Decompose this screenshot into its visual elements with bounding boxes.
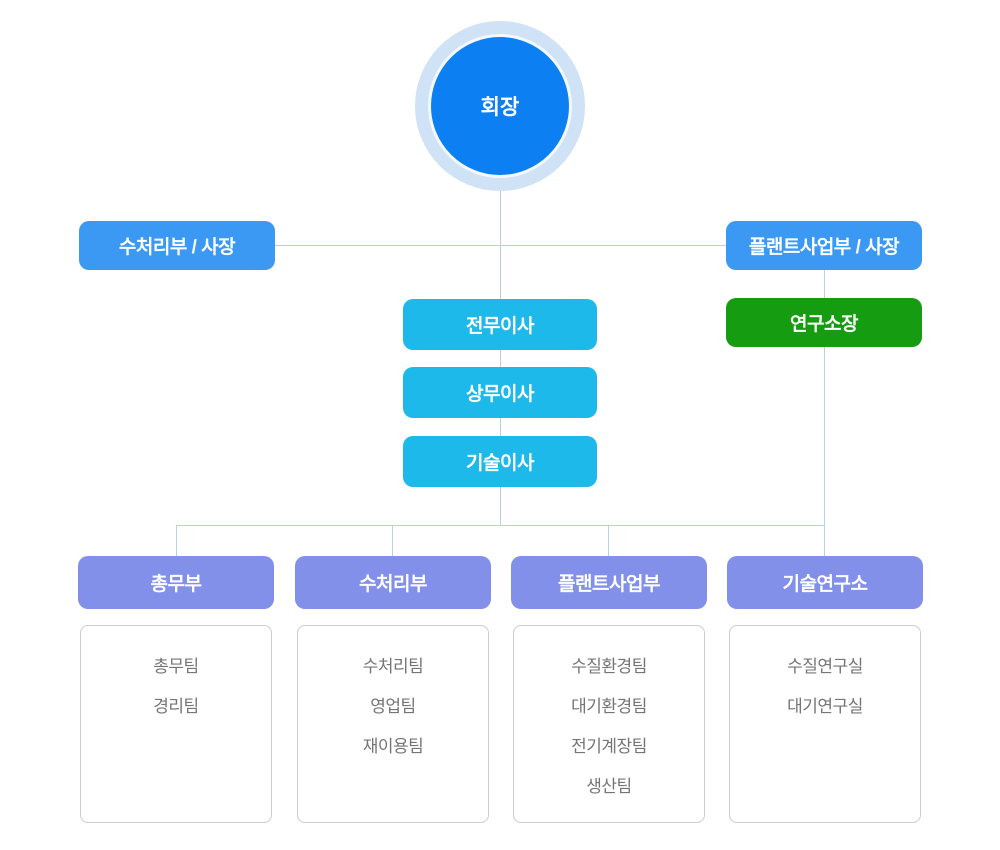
president-plant-business-label: 플랜트사업부 / 사장 [748,237,900,258]
connector-chairman-to-branch [500,189,501,525]
director-executive-box: 전무이사 [403,299,597,350]
team-list-plant-business: 수질환경팀 대기환경팀 전기계장팀 생산팀 [513,625,705,823]
dept-research-institute-label: 기술연구소 [782,574,868,595]
director-technical-label: 기술이사 [466,453,534,474]
dept-general-affairs-box: 총무부 [78,556,274,609]
chairman-label: 회장 [480,96,520,119]
connector-stub-dept-3 [608,525,609,557]
connector-presidents-horizontal [274,245,726,246]
dept-water-treatment-box: 수처리부 [295,556,491,609]
research-head-label: 연구소장 [790,314,858,335]
dept-plant-business-label: 플랜트사업부 [558,574,660,595]
team-item: 영업팀 [370,697,416,716]
director-managing-box: 상무이사 [403,367,597,418]
connector-stub-dept-2 [392,525,393,557]
director-technical-box: 기술이사 [403,436,597,487]
team-item: 수처리팀 [362,657,424,676]
team-item: 재이용팀 [362,737,424,756]
director-executive-label: 전무이사 [466,316,534,337]
director-managing-label: 상무이사 [466,384,534,405]
dept-plant-business-box: 플랜트사업부 [511,556,707,609]
team-list-research-institute: 수질연구실 대기연구실 [729,625,921,823]
chairman-node: 회장 [415,21,585,191]
team-item: 생산팀 [586,777,632,796]
team-item: 대기환경팀 [571,697,647,716]
team-list-water-treatment: 수처리팀 영업팀 재이용팀 [297,625,489,823]
president-water-treatment-label: 수처리부 / 사장 [118,237,236,258]
president-water-treatment-box: 수처리부 / 사장 [79,221,275,270]
team-item: 수질환경팀 [571,657,647,676]
connector-plant-to-research [824,270,825,557]
team-item: 수질연구실 [787,657,863,676]
team-item: 대기연구실 [787,697,863,716]
team-item: 전기계장팀 [571,737,647,756]
research-head-box: 연구소장 [726,298,922,347]
team-list-general-affairs: 총무팀 경리팀 [80,625,272,823]
president-plant-business-box: 플랜트사업부 / 사장 [726,221,922,270]
dept-research-institute-box: 기술연구소 [727,556,923,609]
team-item: 경리팀 [153,697,199,716]
chairman-circle: 회장 [428,34,572,178]
connector-departments-horizontal [176,525,824,526]
connector-stub-dept-1 [176,525,177,557]
team-item: 총무팀 [153,657,199,676]
dept-general-affairs-label: 총무부 [150,574,202,595]
dept-water-treatment-label: 수처리부 [359,574,427,595]
